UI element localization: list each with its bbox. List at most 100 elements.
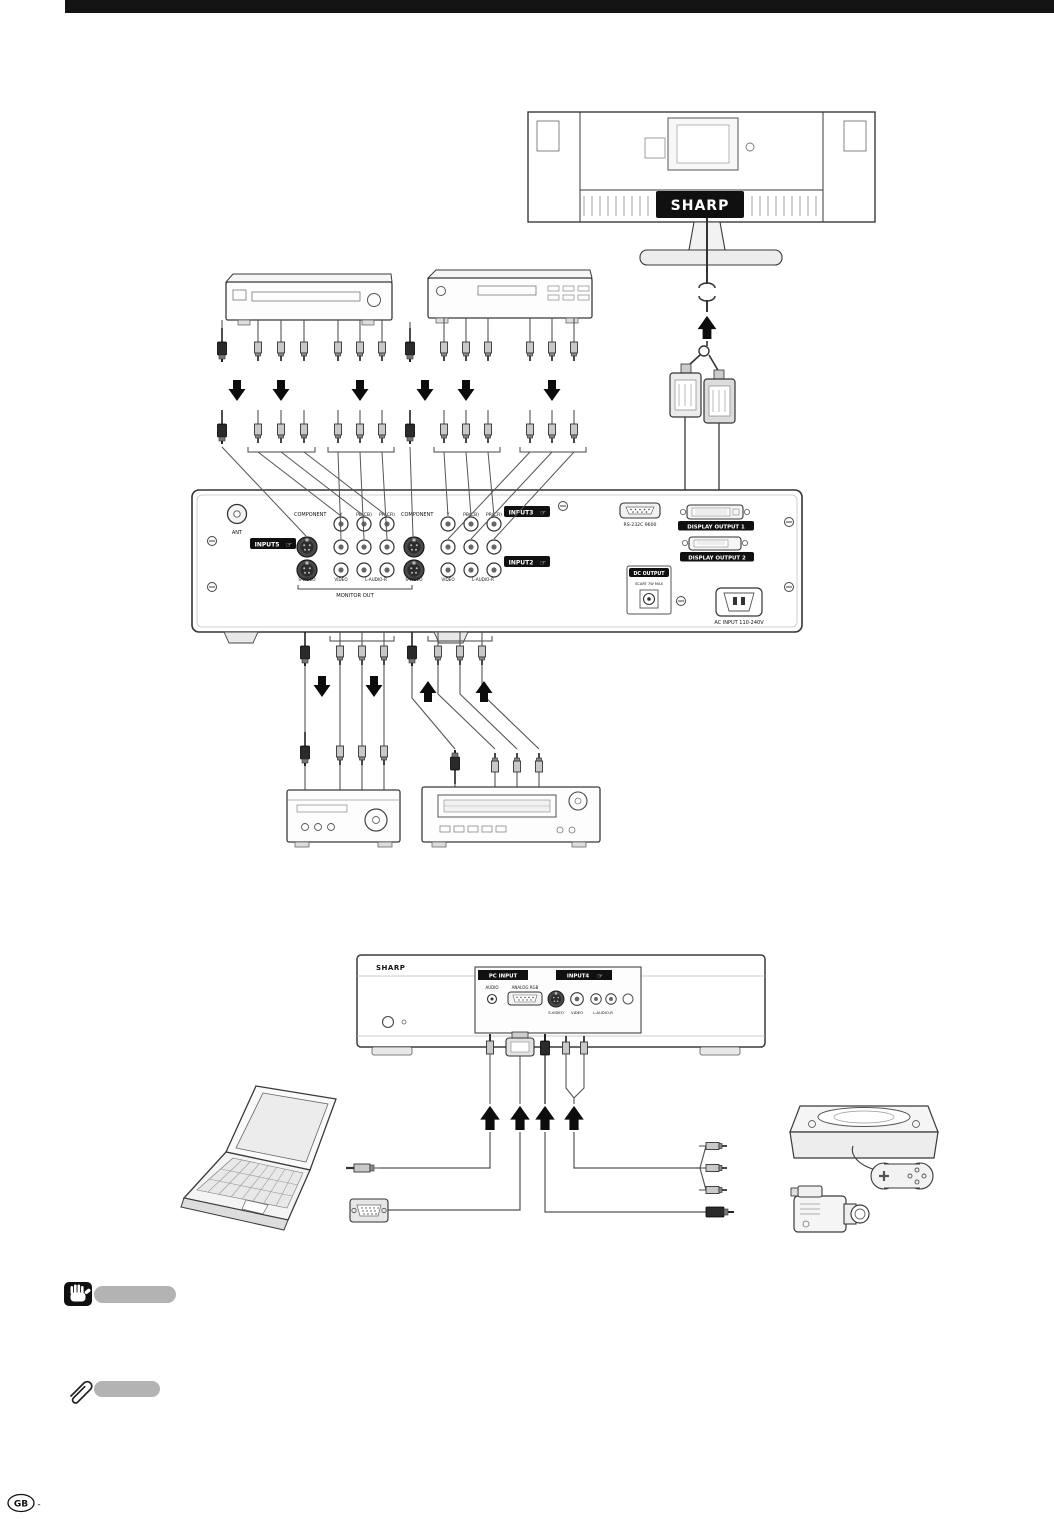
rs232c-port: RS-232C 9600 — [619, 502, 661, 528]
arrow-up-to-tv — [697, 315, 717, 339]
display-output-2-port: DISPLAY OUTPUT 2 — [680, 536, 754, 562]
panel-foot — [223, 631, 259, 644]
svg-text:VIDEO: VIDEO — [571, 1010, 583, 1015]
input5-label: INPUT5 ☞ — [250, 538, 296, 549]
svideo-cable-group-1 — [216, 327, 228, 445]
dvd-player — [426, 269, 593, 324]
viewfinder — [797, 1185, 823, 1198]
rs232c-label: RS-232C 9600 — [624, 522, 657, 528]
front-audio-jack — [486, 993, 498, 1005]
svg-text:DISPLAY OUTPUT 1: DISPLAY OUTPUT 1 — [687, 525, 745, 531]
game-console — [789, 1105, 939, 1190]
dvi-cable-connector-1 — [669, 341, 710, 491]
vcr-input-cables — [406, 631, 544, 789]
laptop-screen — [235, 1092, 329, 1163]
screw-icon — [207, 582, 217, 592]
screw-icon — [558, 501, 568, 511]
svg-text:L-AUDIO-R: L-AUDIO-R — [365, 577, 387, 582]
svg-text:ANALOG RGB: ANALOG RGB — [512, 985, 539, 990]
svg-text:L-AUDIO-R: L-AUDIO-R — [593, 1010, 613, 1015]
ac-inlet: AC INPUT 110-240V — [714, 587, 764, 626]
monitor-out-cables — [299, 631, 389, 790]
dvi-cable-connector-2 — [703, 354, 736, 491]
region-code: GB — [14, 1500, 28, 1510]
pc-input-label — [478, 970, 528, 980]
svg-text:SCART 7W MAX: SCART 7W MAX — [635, 582, 663, 586]
hand-pointer-icon: ☞ — [597, 972, 603, 980]
page-footer: GB - — [7, 1493, 41, 1513]
upper-flow-arrows — [228, 380, 561, 401]
svg-text:AUDIO: AUDIO — [485, 985, 498, 990]
arrow-up-to-front — [535, 1105, 555, 1130]
svideo-cable-plug — [705, 1206, 734, 1218]
svg-text:S-VIDEO: S-VIDEO — [405, 577, 423, 582]
monitor-out-bracket — [297, 585, 413, 590]
component-label-1: COMPONENT — [294, 512, 327, 518]
tv-stand — [639, 221, 783, 266]
arrow-up-to-front — [564, 1105, 584, 1130]
svideo-din-jack — [403, 536, 425, 558]
upper-cable-runs — [221, 446, 575, 540]
front-svideo-jack — [547, 990, 565, 1008]
laptop-keyboard — [196, 1157, 304, 1209]
svideo-din-jack — [296, 536, 318, 558]
arrow-up-from-vcr — [419, 681, 437, 702]
arrow-up-to-front — [510, 1105, 530, 1130]
arrow-up-to-front — [480, 1105, 500, 1130]
camcorder-lens — [850, 1204, 870, 1224]
cable-brackets-upper — [247, 447, 587, 453]
svg-text:INPUT2: INPUT2 — [509, 560, 534, 567]
svg-text:DISPLAY OUTPUT 2: DISPLAY OUTPUT 2 — [688, 556, 746, 562]
front-audio-r-jack — [605, 993, 617, 1005]
svg-text:L-AUDIO-R: L-AUDIO-R — [472, 577, 494, 582]
satellite-receiver — [224, 273, 393, 326]
svg-text:PR(CR): PR(CR) — [379, 512, 395, 518]
front-cables — [486, 1031, 588, 1104]
dpad — [879, 1171, 889, 1181]
paperclip-icon — [70, 1380, 93, 1404]
svg-text:S-VIDEO: S-VIDEO — [298, 577, 316, 582]
tv-mount-right — [843, 120, 867, 152]
screw-icon — [676, 596, 686, 606]
volume-knob — [364, 808, 388, 832]
hand-pointer-icon: ☞ — [540, 509, 546, 517]
laptop — [180, 1085, 337, 1231]
note-section — [70, 1380, 160, 1404]
svg-text:PC INPUT: PC INPUT — [489, 974, 518, 980]
avc-rear-panel: ANT INPUT5 ☞ COMPONENT Y PB(CB) PR(CR) C… — [191, 489, 803, 644]
controller-cable — [851, 1145, 877, 1171]
front-connector-panel: PC INPUT INPUT4 ☞ AUDIO ANALOG RGB S-VID… — [474, 966, 642, 1034]
component-label-2: COMPONENT — [401, 512, 434, 518]
lower-cable-runs — [380, 1132, 707, 1213]
disc-lid — [817, 1107, 911, 1127]
amplifier — [286, 789, 401, 848]
sharp-logo: SHARP — [656, 191, 744, 218]
screw-icon — [784, 517, 794, 527]
input4-label — [556, 970, 612, 980]
top-rule — [65, 0, 1054, 13]
screw-icon — [207, 536, 217, 546]
analog-rgb-cable-connector — [349, 1198, 389, 1223]
audio-minijack-plug — [346, 1163, 380, 1173]
svg-text:INPUT5: INPUT5 — [255, 542, 280, 549]
front-brand-text: SHARP — [376, 964, 405, 972]
monitor-out-label: MONITOR OUT — [336, 593, 374, 599]
hand-pointer-icon: ☞ — [286, 541, 292, 549]
front-foot — [371, 1046, 413, 1056]
front-foot — [699, 1046, 741, 1056]
svg-text:INPUT4: INPUT4 — [567, 974, 590, 980]
game-controller — [851, 1145, 934, 1190]
footer-dash: - — [37, 1500, 40, 1510]
tv-display-cable — [698, 218, 716, 312]
rca-cable-plugs — [698, 1141, 728, 1195]
arrow-down-to-amp — [313, 676, 331, 697]
input2-label: INPUT2 ☞ — [504, 556, 550, 567]
avc-front-panel: SHARP PC INPUT INPUT4 ☞ AUDIO ANALOG RGB… — [356, 954, 766, 1056]
vcr — [421, 786, 601, 848]
ac-input-label: AC INPUT 110-240V — [714, 620, 764, 626]
ant-terminal: ANT — [226, 503, 248, 536]
svg-text:VIDEO: VIDEO — [441, 577, 455, 582]
region-badge — [7, 1493, 35, 1513]
arrow-up-from-vcr — [475, 681, 493, 702]
